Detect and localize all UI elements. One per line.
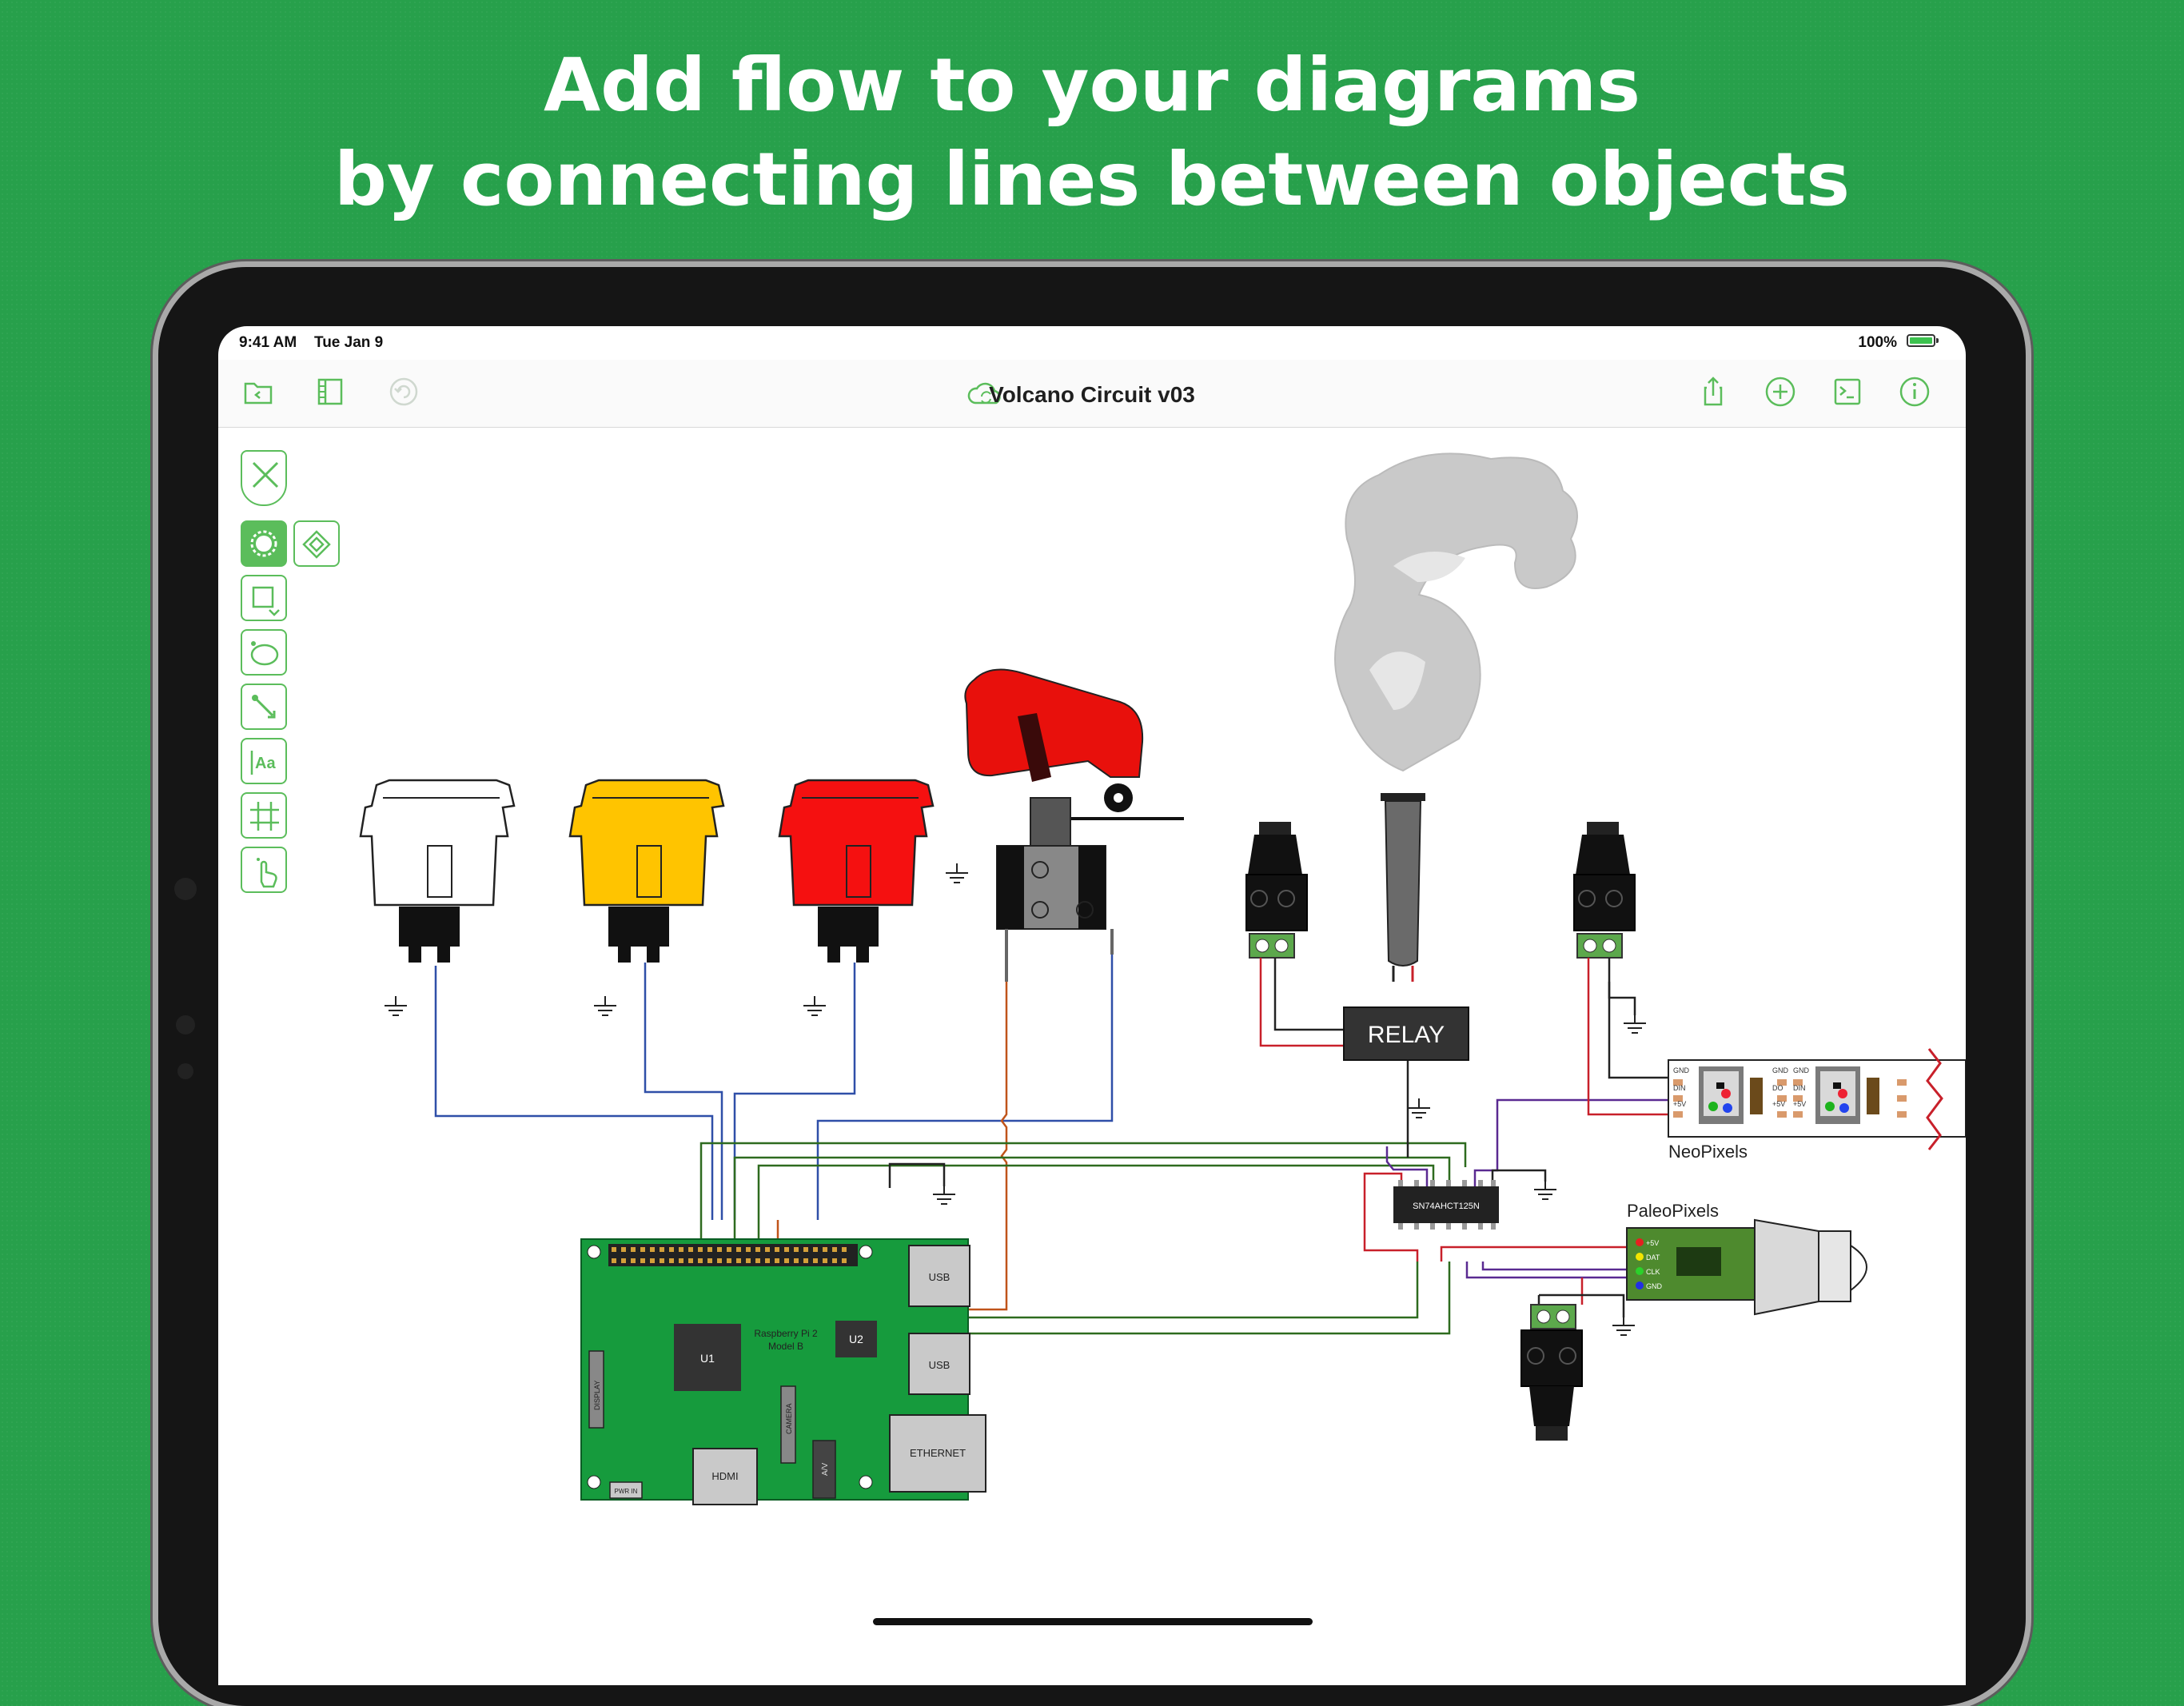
paleo-pin-label: +5V: [1646, 1239, 1659, 1247]
diagram-canvas[interactable]: RELAY: [218, 326, 1966, 1685]
status-time: 9:41 AM: [239, 334, 297, 351]
volcano-smoke: [1334, 452, 1578, 772]
usb-port: USB: [929, 1271, 951, 1283]
battery-percent: 100%: [1858, 334, 1897, 351]
dc-connector[interactable]: [1520, 1304, 1583, 1441]
board-label: Model B: [768, 1341, 803, 1352]
paleo-pin-label: DAT: [1646, 1254, 1660, 1262]
neo-pin-label: DO: [1772, 1084, 1783, 1092]
neo-pin-label: DIN: [1673, 1084, 1686, 1092]
neo-pin-label: GND: [1673, 1066, 1690, 1074]
toolbar: Volcano Circuit v03: [218, 360, 1966, 428]
diagram-tool-icon[interactable]: [241, 792, 287, 839]
home-indicator[interactable]: [873, 1618, 1313, 1625]
undo-icon[interactable]: [386, 374, 421, 409]
white-arcade-button[interactable]: [359, 779, 516, 963]
paleopixels-label: PaleoPixels: [1627, 1201, 1719, 1221]
dc-connector[interactable]: [1573, 822, 1636, 982]
browse-tool-icon[interactable]: [241, 847, 287, 893]
canvas-sidebar-icon[interactable]: [313, 374, 348, 409]
chip-label: SN74AHCT125N: [1413, 1202, 1480, 1211]
relay-label: RELAY: [1368, 1022, 1445, 1048]
ethernet-port: ETHERNET: [910, 1447, 966, 1459]
paleo-pin-label: CLK: [1646, 1268, 1660, 1276]
ground-symbol: [384, 995, 408, 1016]
camera-port: CAMERA: [785, 1403, 793, 1434]
neopixels-label: NeoPixels: [1668, 1142, 1748, 1162]
raspberry-pi-board[interactable]: U1 U2 Raspberry Pi 2 Model B USB USB ETH…: [580, 1238, 986, 1505]
neo-pin-label: +5V: [1673, 1100, 1686, 1108]
headline-line-2: by connecting lines between objects: [334, 137, 1850, 222]
folder-back-icon[interactable]: [241, 374, 276, 409]
cloud-sync-icon: [966, 377, 1006, 413]
text-tool-label: Aa: [255, 755, 276, 772]
usb-port: USB: [929, 1359, 951, 1371]
ground-symbol: [1612, 1315, 1636, 1336]
paleopixels[interactable]: PaleoPixels +5V DAT CLK GND: [1626, 1201, 1867, 1316]
add-icon[interactable]: [1763, 374, 1798, 409]
info-icon[interactable]: [1897, 374, 1932, 409]
green-wires[interactable]: [699, 1142, 1467, 1335]
neo-pin-label: DIN: [1793, 1084, 1806, 1092]
paleo-pin-label: GND: [1646, 1282, 1663, 1290]
shape-tool-icon[interactable]: [241, 629, 287, 676]
camera-bump: [177, 1063, 193, 1079]
camera-bump: [174, 878, 197, 900]
yellow-arcade-button[interactable]: [568, 779, 725, 963]
app-screen: 9:41 AM Tue Jan 9 100% Volcano Circuit v…: [218, 326, 1966, 1685]
ground-symbol: [1407, 1098, 1431, 1118]
share-icon[interactable]: [1696, 374, 1731, 409]
console-icon[interactable]: [1830, 374, 1865, 409]
toggle-switch[interactable]: [964, 668, 1184, 983]
neo-pin-label: +5V: [1772, 1100, 1785, 1108]
display-port: DISPLAY: [593, 1381, 601, 1410]
relay[interactable]: RELAY: [1343, 1006, 1469, 1061]
ground-symbol: [932, 1184, 956, 1205]
text-tool-icon[interactable]: Aa: [241, 738, 287, 784]
av-port: A/V: [821, 1463, 830, 1476]
ground-symbol: [945, 863, 969, 883]
dc-connector[interactable]: [1245, 822, 1308, 982]
ground-symbol: [803, 995, 827, 1016]
ground-symbol: [1533, 1179, 1557, 1200]
power-port: PWR IN: [615, 1488, 638, 1495]
hdmi-port: HDMI: [711, 1470, 738, 1482]
headline-line-1: Add flow to your diagrams: [543, 42, 1641, 128]
drawing-tools-icon[interactable]: [241, 450, 287, 506]
ground-symbol: [593, 995, 617, 1016]
neo-pin-label: GND: [1793, 1066, 1810, 1074]
neopixel-strip[interactable]: GND DIN +5V GND DO +5V GND DIN +5V NeoPi…: [1668, 1048, 1966, 1162]
document-title[interactable]: Volcano Circuit v03: [989, 382, 1195, 407]
red-arcade-button[interactable]: [778, 779, 935, 963]
volcano-tube: [1381, 793, 1425, 982]
status-bar: 9:41 AM Tue Jan 9 100%: [218, 326, 1966, 360]
battery-icon: [1907, 334, 1939, 347]
neo-pin-label: +5V: [1793, 1100, 1806, 1108]
black-wires[interactable]: [888, 982, 1686, 1317]
level-shifter-chip[interactable]: SN74AHCT125N: [1393, 1180, 1499, 1230]
status-date: Tue Jan 9: [314, 334, 384, 351]
board-label: Raspberry Pi 2: [754, 1328, 818, 1339]
selection-tool-icon[interactable]: [241, 520, 287, 567]
blue-wires[interactable]: [434, 955, 1114, 1220]
headline: Add flow to your diagrams by connecting …: [0, 38, 2184, 227]
chip-u1: U1: [700, 1352, 715, 1365]
line-tool-icon[interactable]: [241, 684, 287, 730]
diamond-tool-icon[interactable]: [293, 520, 340, 567]
ground-symbol: [1623, 1013, 1647, 1034]
chip-u2: U2: [849, 1333, 863, 1345]
camera-bump: [176, 1015, 195, 1034]
neo-pin-label: GND: [1772, 1066, 1789, 1074]
rectangle-tool-icon[interactable]: [241, 575, 287, 621]
